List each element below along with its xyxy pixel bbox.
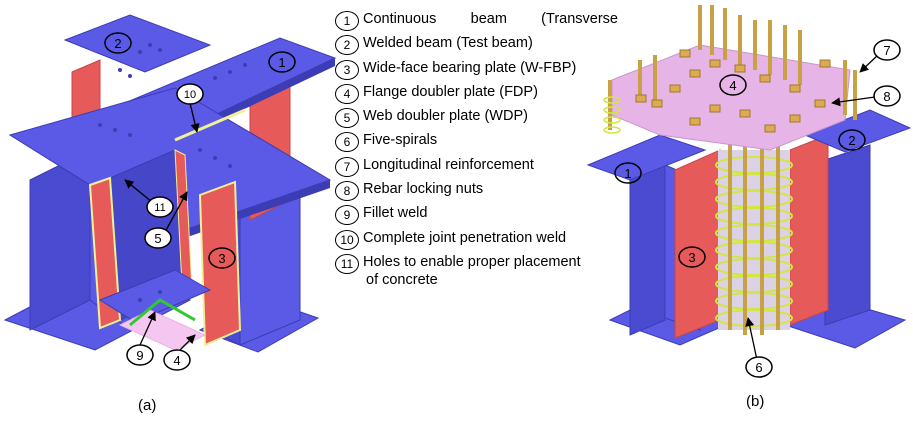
legend-number: 4 xyxy=(335,83,359,104)
leader-b-7 xyxy=(859,54,879,73)
legend-item-11: 11 Holes to enable proper placement xyxy=(335,253,625,277)
legend-item-8: 8 Rebar locking nuts xyxy=(335,180,625,204)
legend-number: 10 xyxy=(335,229,359,250)
svg-text:1: 1 xyxy=(624,166,631,181)
svg-text:9: 9 xyxy=(136,348,143,363)
svg-text:4: 4 xyxy=(173,353,180,368)
legend-number: 7 xyxy=(335,156,359,177)
callout-b-3: 3 xyxy=(678,246,706,268)
svg-text:1: 1 xyxy=(278,55,285,70)
legend-text: Five-spirals xyxy=(363,132,438,149)
legend-item-5: 5 Web doubler plate (WDP) xyxy=(335,107,625,131)
b-spiral-left-vertical xyxy=(603,96,621,134)
cjp-weld-line xyxy=(174,108,246,142)
legend-number: 1 xyxy=(335,11,359,31)
callout-a-3: 3 xyxy=(208,247,236,269)
legend-number: 8 xyxy=(335,181,359,202)
callout-b-4: 4 xyxy=(719,74,747,96)
legend-text: Holes to enable proper placement xyxy=(363,253,581,270)
callout-b-6: 6 xyxy=(745,356,773,378)
legend-item-7: 7 Longitudinal reinforcement xyxy=(335,156,625,180)
legend-text: Flange doubler plate (FDP) xyxy=(363,83,538,100)
legend-item-3: 3 Wide-face bearing plate (W-FBP) xyxy=(335,59,625,83)
leader-a-4 xyxy=(179,334,196,351)
svg-text:3: 3 xyxy=(688,250,695,265)
svg-text:2: 2 xyxy=(114,36,121,51)
leader-b-6 xyxy=(745,317,758,361)
b-column-right xyxy=(824,144,871,326)
leader-a-5 xyxy=(164,191,188,233)
callout-a-5: 5 xyxy=(144,227,172,249)
caption-b: (b) xyxy=(746,393,765,410)
leader-a-10 xyxy=(189,102,200,133)
legend-text: Rebar locking nuts xyxy=(363,181,484,198)
callout-b-7: 7 xyxy=(873,39,901,61)
callout-a-4: 4 xyxy=(163,349,191,371)
callout-b-1: 1 xyxy=(614,162,642,184)
lower-beam-flange xyxy=(98,269,212,323)
fillet-weld-line xyxy=(129,298,196,327)
svg-text:4: 4 xyxy=(729,78,736,93)
callout-a-2: 2 xyxy=(104,32,132,54)
svg-text:6: 6 xyxy=(755,360,762,375)
svg-text:3: 3 xyxy=(218,251,225,266)
legend-item-6: 6 Five-spirals xyxy=(335,131,625,155)
leader-a-9 xyxy=(139,311,156,346)
svg-text:11: 11 xyxy=(154,202,165,214)
legend-item-9: 9 Fillet weld xyxy=(335,204,625,228)
callout-b-2: 2 xyxy=(838,129,866,151)
figure-a-drawing: 2 1 10 11 5 3 9 4 xyxy=(3,14,337,371)
legend-text: Longitudinal reinforcement xyxy=(363,156,534,173)
legend-number: 11 xyxy=(335,253,359,274)
b-wfbp-left xyxy=(674,149,721,339)
svg-text:5: 5 xyxy=(154,231,161,246)
svg-text:2: 2 xyxy=(848,133,855,148)
leader-a-11 xyxy=(124,179,153,203)
b-column-left-web xyxy=(629,164,666,336)
b-rebars-core xyxy=(728,140,780,335)
legend-text: Wide-face bearing plate (W-FBP) xyxy=(363,59,577,76)
legend-item-1: 1 Continuous beam (Transverse xyxy=(335,10,625,34)
legend-text: Complete joint penetration weld xyxy=(363,229,567,246)
legend-text: Fillet weld xyxy=(363,205,428,222)
svg-text:10: 10 xyxy=(184,89,196,101)
legend-number: 9 xyxy=(335,205,359,226)
callout-a-9: 9 xyxy=(126,344,154,366)
legend-text: Welded beam (Test beam) xyxy=(363,35,533,52)
b-top-rebars xyxy=(608,5,857,133)
b-spirals xyxy=(715,156,793,327)
callout-a-1: 1 xyxy=(268,51,296,73)
leader-b-8 xyxy=(831,96,876,107)
legend-number: 6 xyxy=(335,132,359,153)
legend-text: Continuous beam (Transverse xyxy=(363,11,618,27)
legend-number: 5 xyxy=(335,108,359,129)
svg-text:8: 8 xyxy=(883,89,890,104)
bolt-holes xyxy=(98,43,247,302)
callout-a-11: 11 xyxy=(146,196,174,218)
callout-a-10: 10 xyxy=(176,83,204,105)
wfbp-left xyxy=(88,176,122,330)
legend-text: Web doubler plate (WDP) xyxy=(363,108,528,125)
callout-b-8: 8 xyxy=(873,85,901,107)
legend-item-4: 4 Flange doubler plate (FDP) xyxy=(335,83,625,107)
wfbp-right xyxy=(198,180,242,347)
caption-a: (a) xyxy=(138,397,157,414)
legend-number: 3 xyxy=(335,59,359,80)
legend-number: 2 xyxy=(335,35,359,56)
figure-b-drawing: 7 4 8 2 1 3 6 xyxy=(586,5,912,378)
legend-item-10: 10 Complete joint penetration weld xyxy=(335,229,625,253)
legend-item-2: 2 Welded beam (Test beam) xyxy=(335,34,625,58)
svg-text:7: 7 xyxy=(883,43,890,58)
legend: 1 Continuous beam (Transverse 2 Welded b… xyxy=(335,10,625,290)
legend-item-11-continuation: of concrete xyxy=(366,272,438,289)
welded-beam-top xyxy=(63,14,212,73)
b-wfbp-right xyxy=(789,134,829,326)
